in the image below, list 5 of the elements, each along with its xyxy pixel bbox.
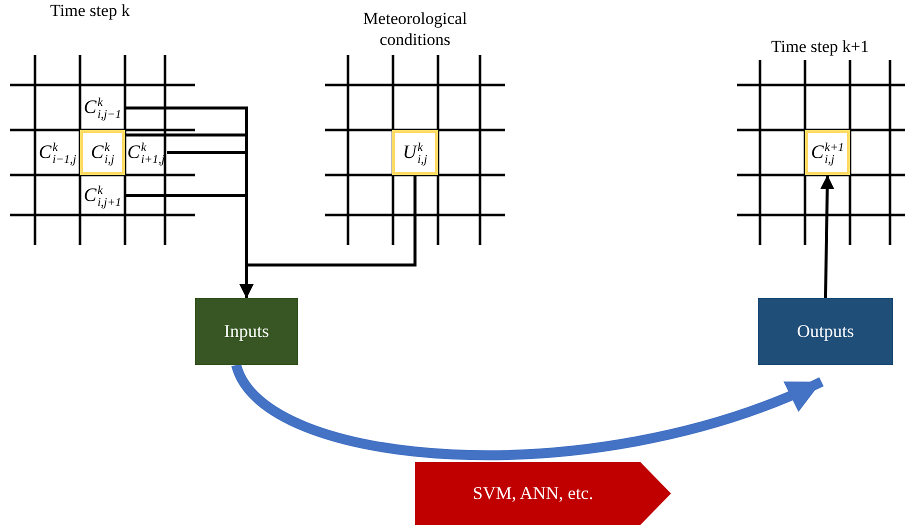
inputs-box: Inputs bbox=[195, 298, 298, 365]
grid-title: Time step k+1 bbox=[770, 36, 870, 57]
outputs-box: Outputs bbox=[758, 298, 893, 365]
grid-title: Meteorological conditions bbox=[362, 8, 468, 50]
grid-title: Time step k bbox=[49, 0, 131, 21]
